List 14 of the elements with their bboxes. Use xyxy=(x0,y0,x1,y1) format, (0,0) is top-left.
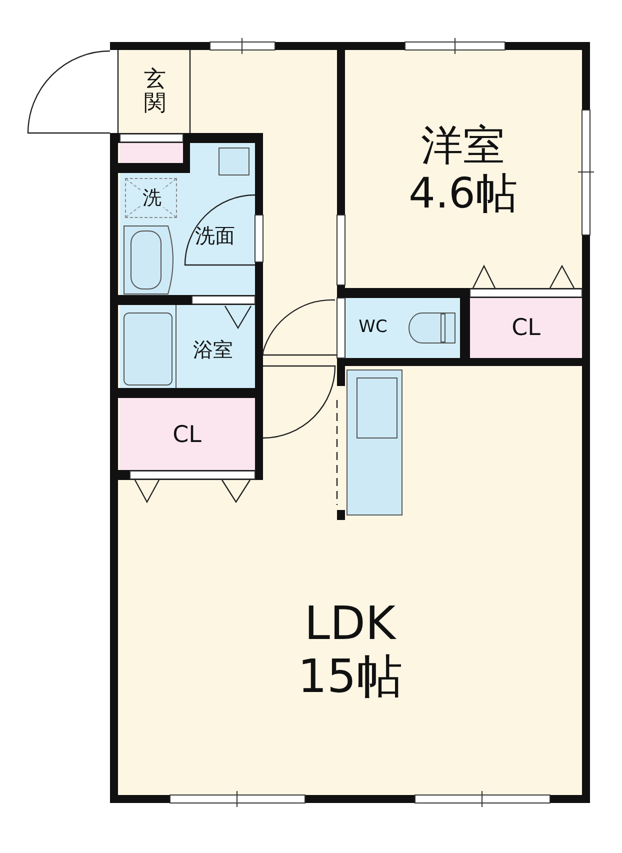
closet-area xyxy=(470,298,582,358)
room-label: 洗 xyxy=(140,188,164,210)
room-label: 洋室 xyxy=(421,122,505,170)
washer-pan xyxy=(125,178,177,218)
room-label: 浴室 xyxy=(193,338,233,362)
room-label: CL xyxy=(512,314,540,342)
room-label: LDK xyxy=(304,597,396,650)
room-label: 4.6帖 xyxy=(408,170,518,218)
room-label: WC xyxy=(358,318,388,338)
closet-area xyxy=(120,398,255,470)
room-label: CL xyxy=(172,422,202,448)
room-label: 洗面 xyxy=(195,224,235,248)
room-label: 玄関 xyxy=(144,68,166,116)
room-label: 15帖 xyxy=(298,650,402,703)
